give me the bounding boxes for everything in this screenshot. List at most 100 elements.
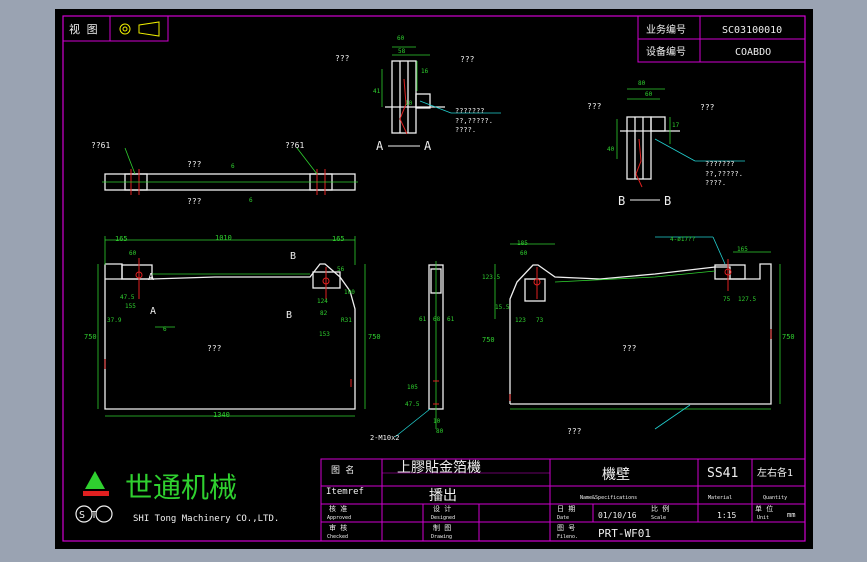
dim-155: 155 (125, 303, 136, 310)
unit-label: 单 位 (755, 504, 773, 513)
note-short-b: ????. (705, 179, 726, 187)
dim-60: 60 (397, 35, 405, 42)
note-q3-bar1: ??? (187, 160, 202, 169)
unit-value: mm (787, 511, 795, 519)
note-q3-bar2: ??? (187, 197, 202, 206)
section-a-label-left: A (376, 139, 384, 153)
logo-letters: S T (79, 510, 97, 521)
note-q3-b1: ??? (587, 102, 602, 111)
dim-75: 75 (723, 296, 731, 303)
logo-gear-right-icon (95, 505, 113, 523)
checked-label: 审 核 (329, 523, 347, 532)
logo-gear-left-icon (75, 505, 93, 523)
dim-61a: 61 (419, 316, 427, 323)
quantity-label: Quantity (763, 495, 787, 501)
company-name-cn: 世通机械 (125, 471, 237, 504)
section-b-detail: 80 60 40 17 ??? ??? ??????? ??,?????. ??… (587, 80, 745, 208)
section-b-label-right: B (664, 194, 671, 208)
cut-a-top: A (148, 272, 154, 283)
cut-a-bottom: A (150, 306, 156, 317)
dim-82: 82 (320, 310, 328, 317)
note-q61-right: ??61 (285, 141, 304, 150)
scale-en: Scale (651, 515, 666, 521)
dim-6b: 6 (249, 197, 253, 204)
date-value: 01/10/16 (598, 511, 637, 520)
dim-61b: 61 (447, 316, 455, 323)
dim-73: 73 (536, 317, 544, 324)
material-value: SS41 (707, 466, 738, 481)
dim-60c: 60 (129, 250, 137, 257)
designer-label: 设 计 (433, 504, 451, 513)
logo-triangle-icon (85, 471, 105, 489)
projection-symbol-icon (119, 21, 160, 37)
dim-58: 58 (398, 48, 406, 55)
material-label: Material (708, 495, 732, 501)
note-long-b1: ??????? (705, 160, 735, 168)
dim-80b: 80 (436, 428, 444, 435)
dim-1340: 1340 (213, 411, 230, 419)
dim-475b: 47.5 (405, 401, 420, 408)
checked-en: Checked (327, 534, 348, 540)
item-ref-label: Itemref (326, 487, 364, 497)
dim-60d: 60 (520, 250, 528, 257)
cut-b-bottom: B (286, 310, 292, 321)
company-name-en: SHI Tong Machinery CO.,LTD. (133, 514, 279, 524)
note-phi-holes: 4-ø17?? (670, 236, 696, 243)
business-no-label: 业务编号 (646, 23, 686, 36)
note-q3-a1: ??? (335, 54, 350, 63)
dim-155b: 15.5 (495, 304, 510, 311)
note-q3-a2: ??? (460, 55, 475, 64)
dim-17: 17 (672, 122, 680, 129)
note-q3-left-plate: ??? (207, 344, 222, 353)
section-b-label-left: B (618, 194, 625, 208)
note-q61-left: ??61 (91, 141, 110, 150)
dim-10b: 10 (433, 418, 441, 425)
drawing-canvas: 视 图 业务编号 SC03100010 设备编号 COABDO 60 58 16… (62, 15, 806, 542)
dim-750b: 750 (368, 333, 381, 341)
drawing-label: 制 图 (433, 523, 451, 532)
approved-label: 核 准 (329, 504, 347, 513)
dim-185: 185 (517, 240, 528, 247)
dim-165c: 165 (737, 246, 748, 253)
note-q3-b2: ??? (700, 103, 715, 112)
top-bar-view: ??61 ??61 ??? ??? 6 6 (91, 141, 358, 206)
figure-name-label: 图 名 (331, 464, 354, 476)
quantity-value: 左右各1 (757, 466, 793, 479)
fileno-value: PRT-WF01 (598, 527, 651, 540)
unit-en: Unit (757, 515, 769, 521)
approved-en: Approved (327, 515, 351, 521)
title-block: 图 名 Itemref 上膠貼金箔機 播出 機壁 Name&Specificat… (320, 458, 806, 542)
dim-379: 37.9 (107, 317, 122, 324)
dim-10: 10 (405, 100, 413, 107)
dim-6c: 6 (163, 326, 167, 333)
designer-en: Designed (431, 515, 455, 521)
business-no-value: SC03100010 (722, 25, 782, 36)
drawing-en: Drawing (431, 534, 452, 540)
dim-750a: 750 (84, 333, 97, 341)
note-q3-right-bottom: ??? (567, 427, 582, 436)
dim-123: 123 (515, 317, 526, 324)
dim-105: 105 (407, 384, 418, 391)
dim-r31: R31 (341, 317, 352, 324)
dim-165a: 165 (115, 235, 128, 243)
note-q3-right-plate: ??? (622, 344, 637, 353)
business-info-table: 业务编号 SC03100010 设备编号 COABDO (637, 15, 806, 63)
note-short-a: ????. (455, 126, 476, 134)
side-view: 61 68 61 105 47.5 10 80 2-M10x2 (370, 261, 455, 442)
dim-56: 56 (337, 266, 345, 273)
left-wall-plate: 1010 165 165 1340 750 750 60 47.5 155 37… (84, 234, 381, 419)
part-name-label: Name&Specifications (580, 495, 637, 501)
fileno-label: 图 号 (557, 524, 575, 532)
dim-750d: 750 (782, 333, 795, 341)
company-logo: S T (75, 471, 113, 523)
dim-40: 40 (607, 146, 615, 153)
equipment-no-label: 设备编号 (646, 45, 686, 58)
dim-68: 68 (433, 316, 441, 323)
dim-100: 100 (344, 289, 355, 296)
date-en: Date (557, 515, 569, 521)
drawing-sheet: 视 图 业务编号 SC03100010 设备编号 COABDO 60 58 16… (55, 9, 813, 549)
view-label: 视 图 (69, 22, 98, 36)
fileno-en: Fileno. (557, 534, 578, 540)
note-long-a2: ??,?????. (455, 117, 493, 125)
date-label: 日 期 (557, 505, 575, 513)
